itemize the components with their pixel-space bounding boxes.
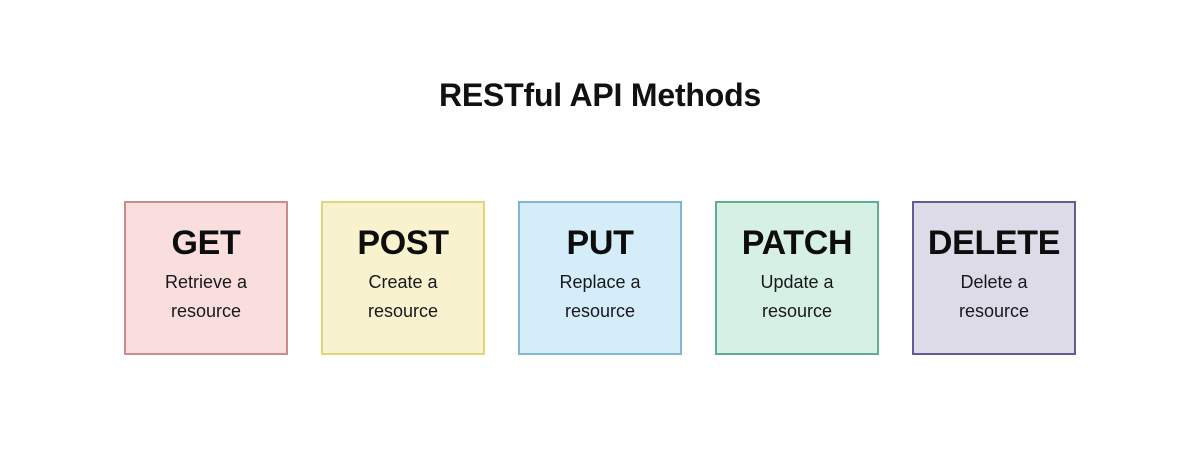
method-description: Create a resource [367, 272, 439, 321]
method-description: Replace a resource [559, 272, 641, 321]
method-name: POST [357, 224, 449, 262]
page-title: RESTful API Methods [438, 77, 762, 113]
method-name: GET [171, 224, 241, 262]
method-card-put[interactable]: PUT Replace a resource [518, 201, 682, 355]
method-card-patch[interactable]: PATCH Update a resource [715, 201, 879, 355]
method-name: DELETE [927, 224, 1061, 262]
method-description: Update a resource [760, 272, 834, 321]
method-name: PUT [566, 224, 634, 262]
method-card-get[interactable]: GET Retrieve a resource [124, 201, 288, 355]
method-card-post[interactable]: POST Create a resource [321, 201, 485, 355]
method-card-delete[interactable]: DELETE Delete a resource [912, 201, 1076, 355]
method-name: PATCH [741, 224, 853, 262]
method-description: Retrieve a resource [164, 272, 248, 321]
method-card-row: GET Retrieve a resource POST Create a re… [124, 201, 1076, 355]
method-description: Delete a resource [958, 272, 1030, 321]
